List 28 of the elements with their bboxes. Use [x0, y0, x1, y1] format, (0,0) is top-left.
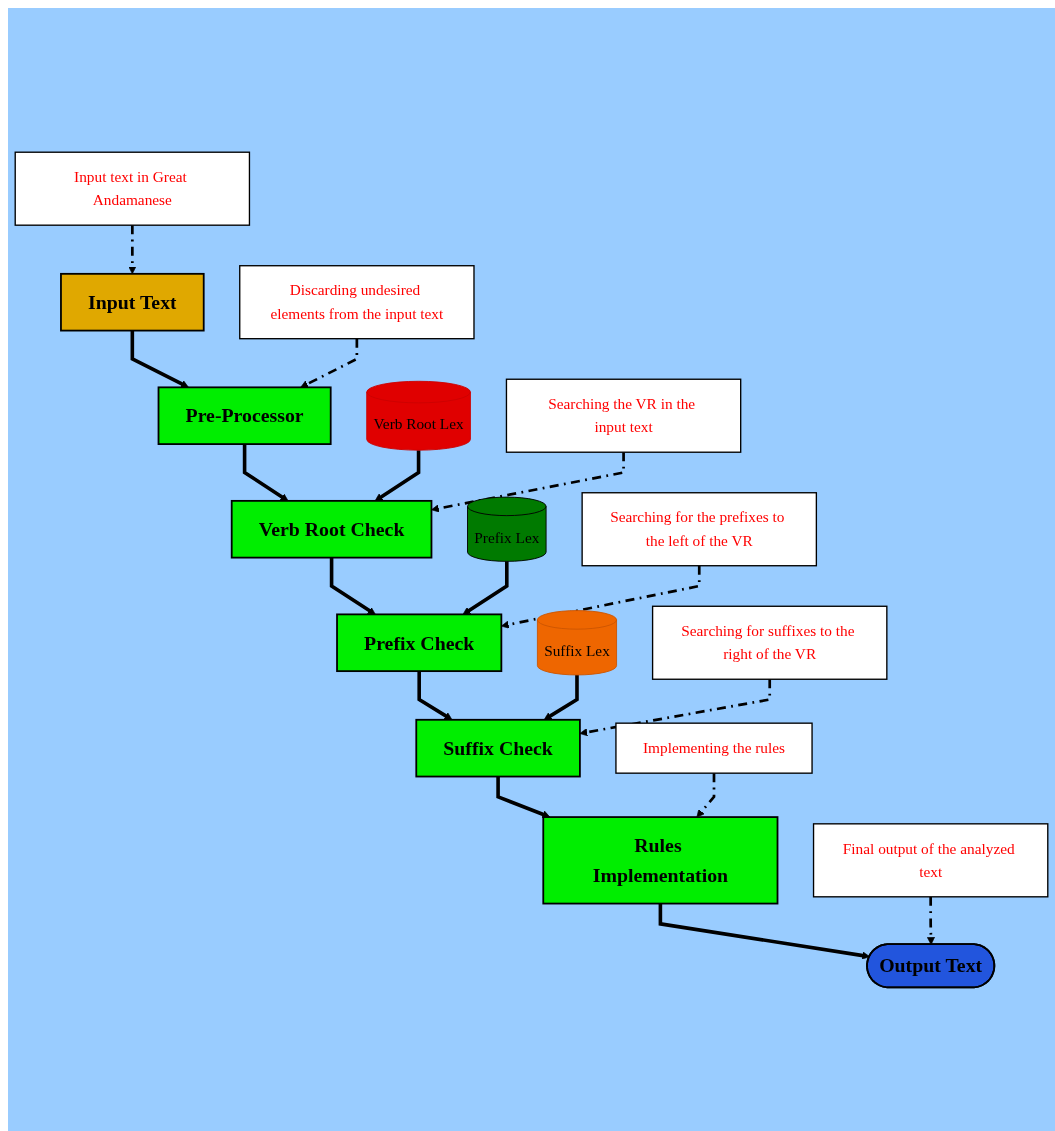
- arrow: [242, 443, 289, 501]
- arrow: [128, 224, 137, 274]
- node-box: Implementing the rules: [615, 722, 813, 774]
- arrow: [543, 674, 579, 720]
- arrow: [927, 896, 935, 945]
- node-box: Suffix Check: [415, 718, 581, 778]
- arrow: [696, 772, 716, 818]
- node-box: Discarding undesired elements from the input text: [239, 264, 475, 340]
- node-box: Searching for suffixes to the right of the VR: [651, 605, 888, 680]
- arrow: [431, 451, 625, 513]
- arrow: [374, 449, 421, 501]
- arrow: [300, 338, 359, 388]
- node-box: Prefix Check: [336, 613, 503, 672]
- arrow: [329, 557, 376, 615]
- arrow: [130, 330, 189, 388]
- arrow: [462, 561, 509, 615]
- node-box: Final output of the analyzed text: [812, 822, 1049, 898]
- node-box: Searching for the prefixes to the left of the VR: [581, 491, 818, 567]
- node-box: Searching the VR in the input text: [505, 378, 742, 453]
- node-box: Pre-Processor: [157, 386, 332, 445]
- arrow: [496, 776, 551, 818]
- node-box: Verb Root Check: [230, 499, 433, 559]
- node-box: Rules Implementation: [542, 815, 779, 905]
- arrow: [658, 903, 871, 960]
- node-box: Input Text: [60, 272, 205, 332]
- arrow: [417, 670, 453, 720]
- arrow: [579, 678, 772, 736]
- node-box: Input text in Great Andamanese: [14, 151, 251, 226]
